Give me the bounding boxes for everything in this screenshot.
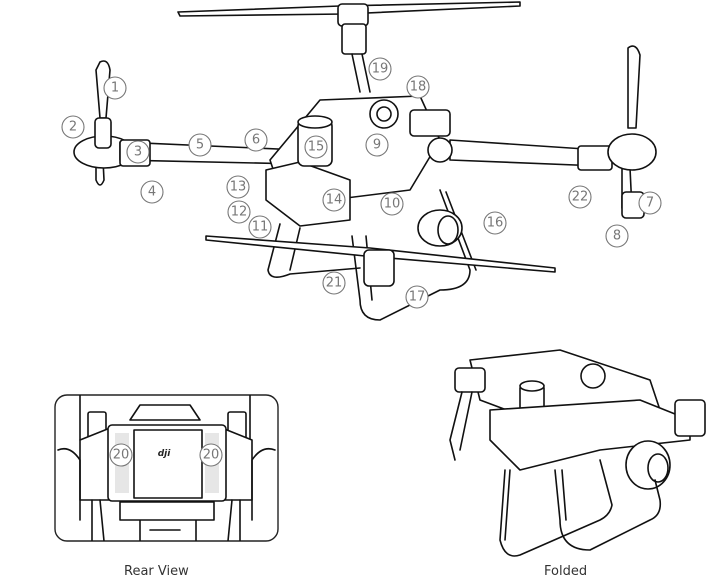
callout-circle	[140, 180, 164, 204]
callout-number: 6	[252, 133, 260, 148]
callout-circle	[568, 185, 592, 209]
callout-number: 4	[148, 185, 156, 200]
callout-18: 18	[406, 75, 430, 99]
callout-circle	[248, 215, 272, 239]
callout-circle	[368, 57, 392, 81]
callout-5: 5	[188, 133, 212, 157]
callout-21: 21	[322, 271, 346, 295]
callout-12: 12	[227, 200, 251, 224]
callout-number: 15	[308, 140, 325, 155]
callout-number: 1	[111, 81, 119, 96]
callout-circle	[227, 200, 251, 224]
callout-circle	[322, 188, 346, 212]
callout-number: 14	[326, 193, 343, 208]
callout-circle	[406, 75, 430, 99]
folded-caption: Folded	[544, 564, 588, 579]
callout-number: 8	[613, 229, 621, 244]
callout-circle	[380, 192, 404, 216]
callout-11: 11	[248, 215, 272, 239]
dji-logo: dji	[158, 449, 172, 459]
callout-circle	[605, 224, 629, 248]
callout-number: 20	[113, 448, 130, 463]
callout-20: 20	[109, 443, 133, 467]
callout-circle	[226, 175, 250, 199]
callout-circle	[109, 443, 133, 467]
callout-number: 11	[252, 220, 269, 235]
callout-13: 13	[226, 175, 250, 199]
folded-drone-illustration	[449, 349, 706, 557]
callout-circle	[61, 115, 85, 139]
callout-4: 4	[140, 180, 164, 204]
callout-number: 9	[373, 138, 381, 153]
callout-number: 7	[646, 196, 654, 211]
callout-1: 1	[103, 76, 127, 100]
callout-circle	[483, 211, 507, 235]
callout-8: 8	[605, 224, 629, 248]
callout-number: 22	[572, 190, 589, 205]
callout-22: 22	[568, 185, 592, 209]
callout-16: 16	[483, 211, 507, 235]
callout-15: 15	[304, 135, 328, 159]
callout-20: 20	[199, 443, 223, 467]
callout-10: 10	[380, 192, 404, 216]
callout-14: 14	[322, 188, 346, 212]
callout-number: 13	[230, 180, 247, 195]
callout-circle	[244, 128, 268, 152]
callout-circle	[365, 133, 389, 157]
callout-circle	[304, 135, 328, 159]
callout-19: 19	[368, 57, 392, 81]
callout-number: 19	[372, 62, 389, 77]
callout-circle	[405, 285, 429, 309]
callout-circle	[638, 191, 662, 215]
callout-9: 9	[365, 133, 389, 157]
callout-number: 5	[196, 138, 204, 153]
callout-number: 18	[410, 80, 427, 95]
callout-number: 21	[326, 276, 343, 291]
callout-circle	[199, 443, 223, 467]
callout-17: 17	[405, 285, 429, 309]
rear-view-caption: Rear View	[124, 564, 189, 579]
callout-circle	[126, 140, 150, 164]
callout-number: 20	[203, 448, 220, 463]
callout-number: 16	[487, 216, 504, 231]
callout-7: 7	[638, 191, 662, 215]
callout-6: 6	[244, 128, 268, 152]
callout-number: 17	[409, 290, 426, 305]
callout-number: 2	[69, 120, 77, 135]
callout-3: 3	[126, 140, 150, 164]
main-drone-illustration	[73, 1, 657, 321]
callout-number: 3	[134, 145, 142, 160]
callout-circle	[103, 76, 127, 100]
callout-circle	[322, 271, 346, 295]
callout-2: 2	[61, 115, 85, 139]
callout-number: 10	[384, 197, 401, 212]
callout-number: 12	[231, 205, 248, 220]
rear-view-illustration: dji	[54, 394, 279, 542]
callout-circle	[188, 133, 212, 157]
